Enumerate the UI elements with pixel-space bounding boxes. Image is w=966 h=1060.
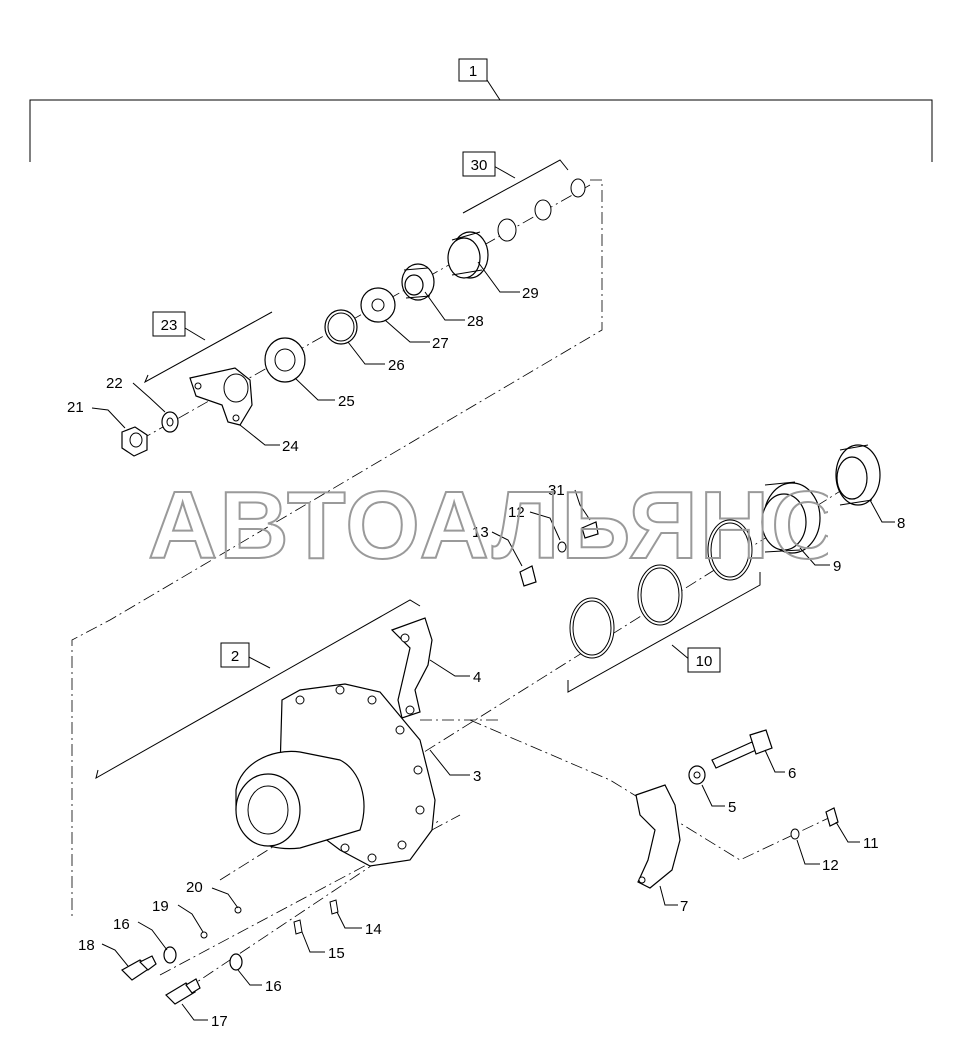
callout-13: 13 — [472, 524, 489, 541]
axis-lines — [71, 179, 851, 991]
bearing-cup-part-9 — [761, 481, 821, 554]
callout-28: 28 — [467, 313, 484, 330]
callout-12-upper: 12 — [508, 504, 525, 521]
bracket-part-7 — [635, 784, 681, 889]
callout-14: 14 — [365, 921, 382, 938]
fitting-part-18 — [121, 955, 157, 981]
snap-rings-30 — [497, 178, 586, 242]
callout-8: 8 — [897, 515, 905, 532]
ring-part-16-lower — [229, 953, 243, 971]
plug-part-14 — [329, 899, 339, 915]
o-rings-part-10 — [569, 519, 753, 659]
plug-part-20 — [234, 906, 242, 914]
callout-29: 29 — [522, 285, 539, 302]
clip-part-13 — [519, 565, 537, 587]
callout-25: 25 — [338, 393, 355, 410]
assembly-box-23-label: 23 — [161, 317, 178, 334]
callout-18: 18 — [78, 937, 95, 954]
fitting-part-17 — [165, 978, 201, 1005]
assembly-box-2: 2 — [220, 642, 250, 668]
callout-17: 17 — [211, 1013, 228, 1030]
assembly-box-10: 10 — [687, 647, 721, 673]
callout-16-lower: 16 — [265, 978, 282, 995]
callout-22: 22 — [106, 375, 123, 392]
washer-part-22 — [161, 411, 179, 433]
hub-housing-part-3 — [235, 683, 436, 867]
callout-labels: 29 28 27 26 25 24 22 21 31 12 13 8 9 4 3… — [67, 285, 905, 1030]
callout-5: 5 — [728, 799, 736, 816]
callout-9: 9 — [833, 558, 841, 575]
callout-31: 31 — [548, 482, 565, 499]
flange-yoke-part-24 — [189, 367, 253, 426]
callout-7: 7 — [680, 898, 688, 915]
assembly-box-30-label: 30 — [471, 157, 488, 174]
bearing-cone-part-8 — [835, 444, 881, 506]
assembly-bracket-30 — [462, 159, 569, 214]
assembly-box-30: 30 — [462, 151, 496, 177]
callout-24: 24 — [282, 438, 299, 455]
callout-6: 6 — [788, 765, 796, 782]
callout-19: 19 — [152, 898, 169, 915]
bearing-cone-part-28 — [401, 263, 435, 301]
washer-part-27 — [360, 287, 396, 323]
callout-21: 21 — [67, 399, 84, 416]
bracket-part-4 — [390, 617, 433, 719]
callout-3: 3 — [473, 768, 481, 785]
assembly-bracket-1 — [29, 79, 933, 162]
assembly-box-23: 23 — [152, 311, 186, 337]
callout-15: 15 — [328, 945, 345, 962]
washer-part-5 — [688, 765, 706, 785]
callout-26: 26 — [388, 357, 405, 374]
plug-part-19 — [200, 931, 208, 939]
washer-part-12-upper — [557, 541, 567, 553]
bolt-part-6 — [711, 729, 773, 769]
assembly-bracket-10 — [567, 572, 761, 693]
ring-part-26 — [324, 309, 358, 345]
ring-part-16-upper — [163, 946, 177, 964]
screw-part-11 — [825, 807, 839, 827]
assembly-box-1: 1 — [458, 58, 488, 82]
assembly-box-1-label: 1 — [469, 63, 477, 80]
seal-part-25 — [264, 337, 306, 383]
callout-27: 27 — [432, 335, 449, 352]
callout-4: 4 — [473, 669, 481, 686]
callout-12-lower: 12 — [822, 857, 839, 874]
leader-lines — [91, 261, 895, 1021]
assembly-bracket-23 — [143, 311, 273, 384]
washer-part-12-lower — [790, 828, 800, 840]
fitting-part-31 — [581, 521, 599, 539]
assembly-box-2-label: 2 — [231, 648, 239, 665]
bearing-cup-part-29 — [447, 231, 489, 279]
callout-11: 11 — [863, 835, 879, 852]
nut-part-21 — [121, 426, 148, 457]
assembly-box-10-label: 10 — [696, 653, 713, 670]
callout-16-upper: 16 — [113, 916, 130, 933]
callout-20: 20 — [186, 879, 203, 896]
plug-part-15 — [293, 919, 303, 935]
